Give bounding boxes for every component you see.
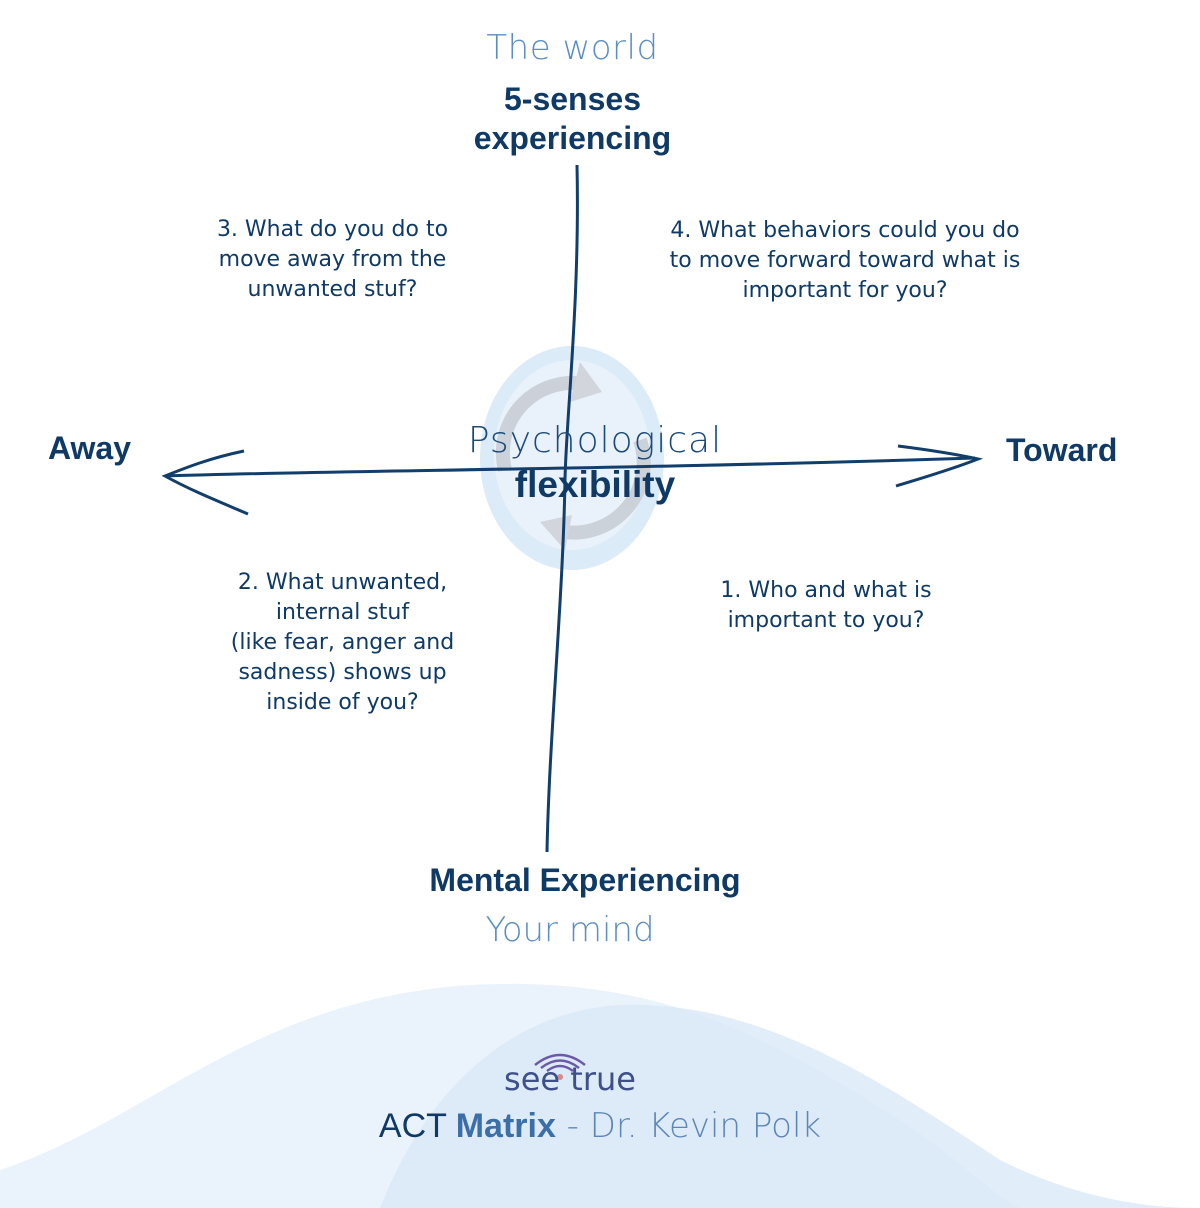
top-title-line2: experiencing	[473, 120, 672, 156]
footer-author: - Dr. Kevin Polk	[555, 1106, 822, 1146]
brand-logo: see true	[485, 1060, 655, 1098]
q1-line: important to you?	[727, 608, 925, 633]
left-arrowhead	[161, 449, 249, 516]
q2-line: internal stuf	[275, 600, 410, 625]
bottom-subtitle: Your mind	[485, 910, 655, 950]
q2-line: 2. What unwanted,	[237, 570, 448, 595]
quadrant-3-text: 3. What do you do to move away from the …	[190, 215, 475, 305]
top-title: 5-senses experiencing	[420, 80, 725, 158]
q4-line: to move forward toward what is	[669, 248, 1021, 273]
horizontal-axis	[164, 456, 976, 478]
vertical-axis	[545, 164, 579, 853]
quadrant-1-text: 1. Who and what is important to you?	[700, 576, 952, 636]
q3-line: 3. What do you do to	[216, 217, 449, 242]
top-subtitle: The world	[486, 28, 659, 68]
quadrant-4-text: 4. What behaviors could you do to move f…	[650, 216, 1040, 306]
q1-line: 1. Who and what is	[720, 578, 932, 603]
bottom-title: Mental Experiencing	[429, 862, 741, 898]
toward-label: Toward	[1006, 432, 1118, 468]
brand-signal-icon	[534, 1053, 586, 1073]
center-label-line2: flexibility	[514, 464, 676, 505]
footer-act: ACT	[378, 1107, 456, 1145]
right-arrowhead	[895, 444, 984, 488]
away-label: Away	[48, 430, 132, 466]
brand-name-right: true	[570, 1060, 636, 1098]
wave-front	[380, 1004, 1200, 1208]
q2-line: sadness) shows up	[238, 660, 447, 685]
brand-name-left: see	[504, 1060, 561, 1098]
q2-line: inside of you?	[266, 690, 419, 715]
q3-line: move away from the	[218, 247, 447, 272]
footer-matrix: Matrix	[455, 1107, 556, 1145]
quadrant-2-text: 2. What unwanted, internal stuf (like fe…	[215, 568, 470, 718]
center-label-line1: Psychological	[467, 420, 723, 461]
q4-line: important for you?	[742, 278, 948, 303]
q3-line: unwanted stuf?	[247, 277, 418, 302]
arrowhead-top	[570, 362, 602, 402]
footer-caption: ACT Matrix - Dr. Kevin Polk	[330, 1106, 870, 1146]
q4-line: 4. What behaviors could you do	[670, 218, 1020, 243]
brand-heart-dot	[557, 1074, 563, 1080]
top-title-line1: 5-senses	[504, 81, 641, 117]
q2-line: (like fear, anger and	[230, 630, 455, 655]
